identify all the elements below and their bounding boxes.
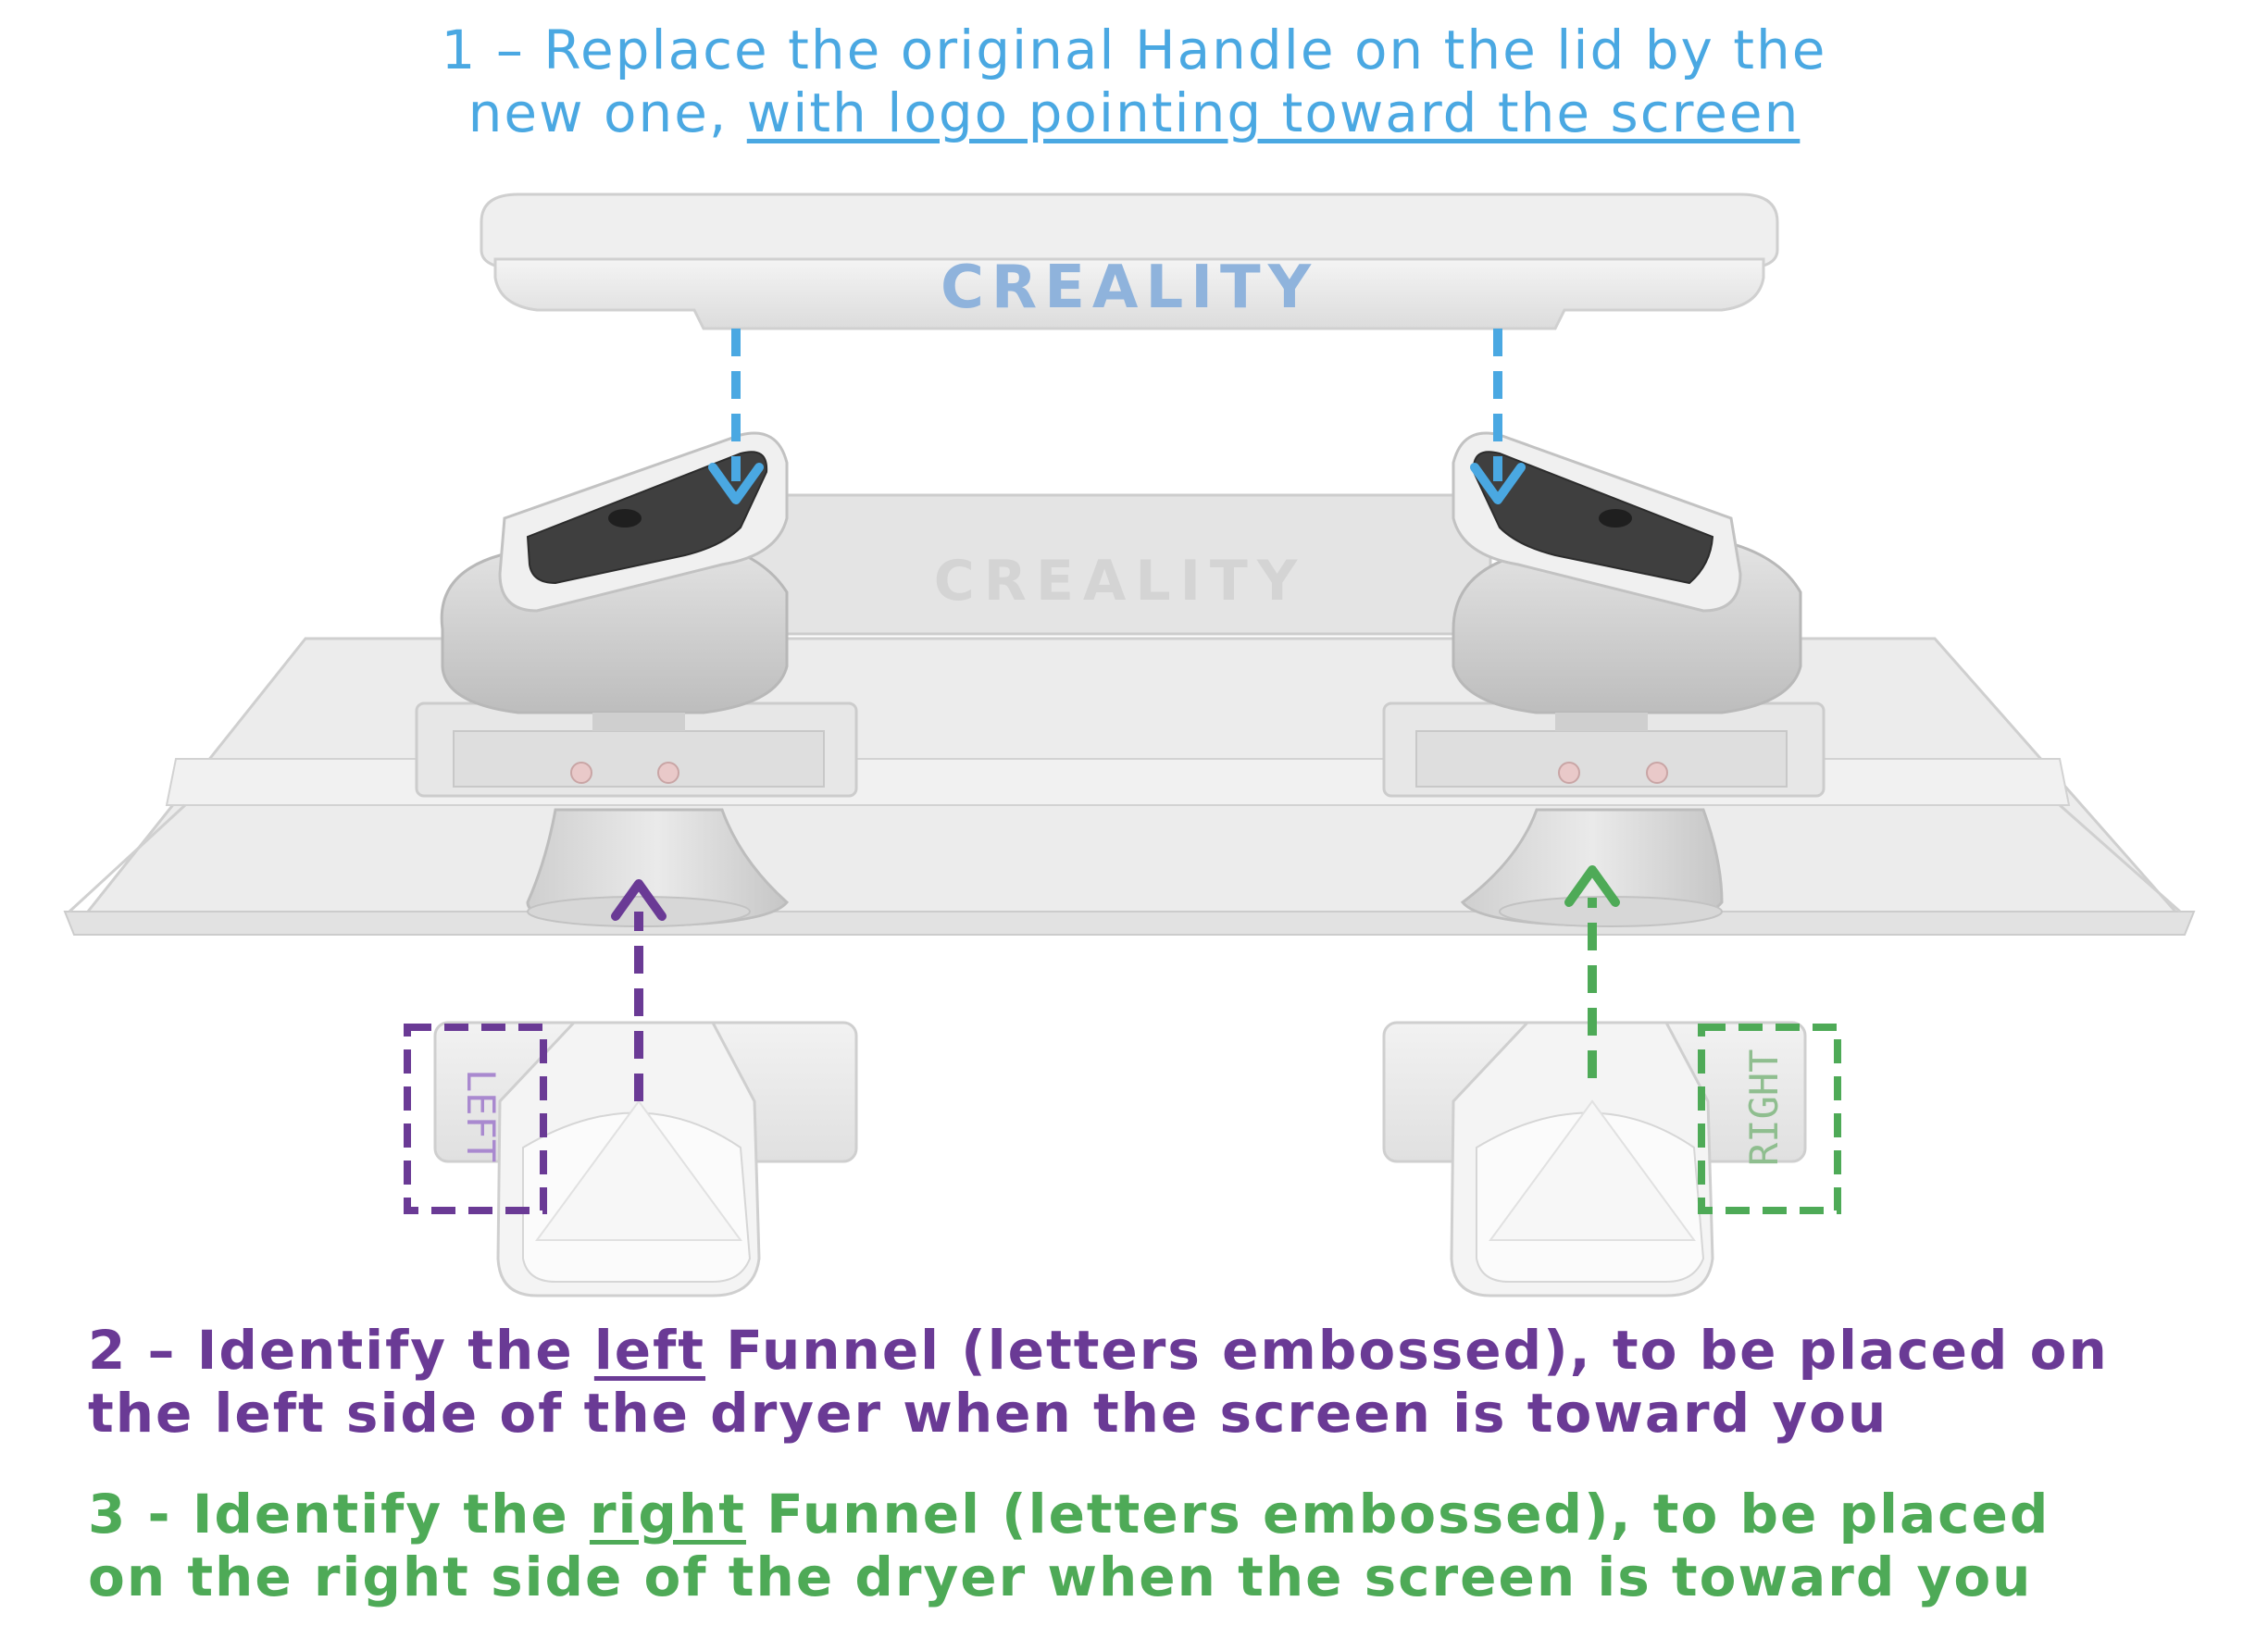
- step-1-line-2-underlined: with logo pointing toward the screen: [746, 81, 1801, 145]
- step-1-line-1: 1 – Replace the original Handle on the l…: [441, 19, 1827, 81]
- step-3-line-1-a: 3 - Identify the: [88, 1483, 590, 1545]
- step-1-caption: 1 – Replace the original Handle on the l…: [0, 19, 2268, 145]
- lid-logo: CREALITY: [934, 549, 1307, 614]
- original-handle: CREALITY: [748, 493, 1492, 636]
- right-funnel: RIGHT: [1382, 1021, 1841, 1297]
- handle-arrow-right: [1470, 329, 1526, 504]
- step-3-line-1-underlined: right: [589, 1483, 746, 1545]
- right-pin-2: [1646, 762, 1668, 784]
- new-handle: CREALITY: [480, 192, 1779, 330]
- left-funnel-label: LEFT: [458, 1069, 504, 1162]
- step-1-line-2-plain: new one,: [467, 81, 747, 145]
- step-2-line-1-b: Funnel (letters embossed), to be placed …: [705, 1319, 2109, 1382]
- right-mount: [1382, 431, 1826, 927]
- left-pin-1: [570, 762, 592, 784]
- left-funnel: LEFT: [404, 1021, 858, 1297]
- left-funnel-arrow: [611, 879, 667, 1101]
- step-2-line-1-a: 2 – Identify the: [88, 1319, 594, 1382]
- step-2-line-1: 2 – Identify the left Funnel (letters em…: [88, 1319, 2109, 1382]
- lid-panel: [63, 637, 2196, 936]
- step-3-line-2: on the right side of the dryer when the …: [88, 1545, 2033, 1609]
- right-funnel-arrow: [1564, 865, 1620, 1078]
- right-pin-1: [1558, 762, 1580, 784]
- step-3-line-1-b: Funnel (letters embossed), to be placed: [745, 1483, 2050, 1545]
- step-2-caption: 2 – Identify the left Funnel (letters em…: [88, 1319, 2109, 1446]
- left-label-highlight-box: [404, 1024, 547, 1214]
- left-pin-2: [657, 762, 679, 784]
- step-2-line-1-underlined: left: [593, 1319, 706, 1382]
- right-funnel-label: RIGHT: [1741, 1049, 1787, 1166]
- right-label-highlight-box: [1698, 1024, 1841, 1214]
- step-3-caption: 3 - Identify the right Funnel (letters e…: [88, 1483, 2050, 1609]
- step-1-line-2: new one, with logo pointing toward the s…: [0, 81, 2268, 144]
- step-2-line-2: the left side of the dryer when the scre…: [88, 1382, 1888, 1446]
- handle-arrow-left: [708, 329, 764, 504]
- step-3-line-1: 3 - Identify the right Funnel (letters e…: [88, 1483, 2050, 1545]
- handle-logo: CREALITY: [941, 254, 1318, 322]
